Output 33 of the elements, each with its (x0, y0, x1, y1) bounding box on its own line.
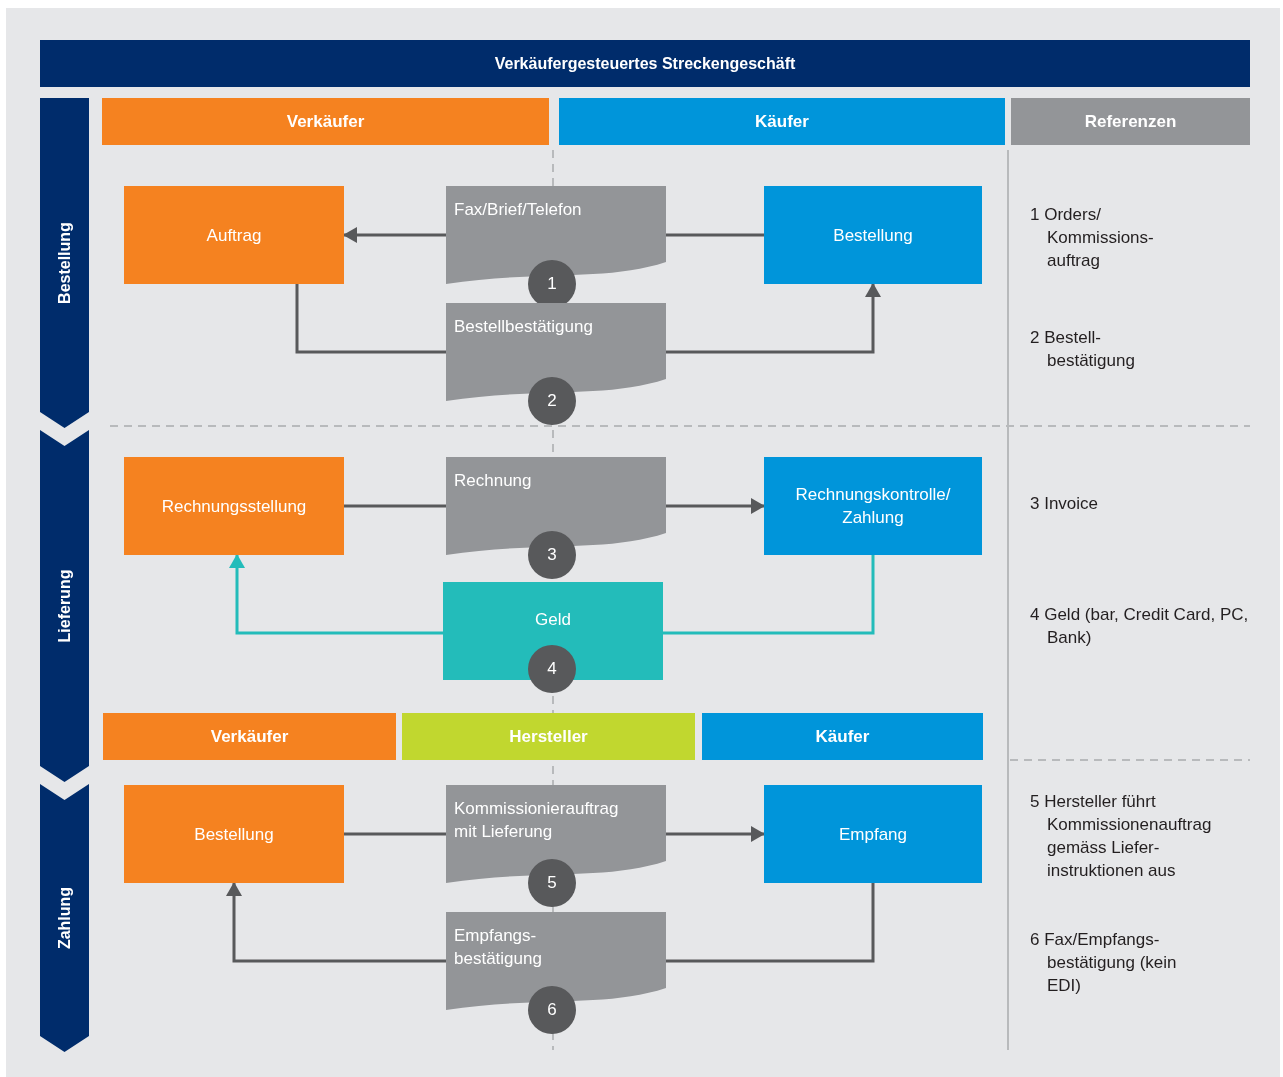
column-header: Verkäufer (103, 713, 396, 760)
process-box: Rechnungsstellung (124, 457, 344, 555)
document-label: Rechnung (454, 470, 533, 492)
reference-note: 2 Bestell- bestätigung (1030, 327, 1136, 372)
reference-note: 5 Hersteller führt Kommissionenauftrag gemäss Liefer- instruktionen aus (1030, 791, 1213, 882)
column-header: Käufer (559, 98, 1005, 145)
title-bar: Verkäufergesteuertes Streckengeschäft (40, 40, 1250, 87)
phase-label: Zahlung (55, 886, 74, 950)
reference-note: 3 Invoice (1030, 493, 1100, 515)
reference-note: 6 Fax/Empfangs- bestätigung (kein EDI) (1030, 929, 1178, 997)
connector-arrow (666, 826, 765, 842)
connector-arrow (666, 283, 881, 354)
column-header: Hersteller (402, 713, 695, 760)
reference-note: 4 Geld (bar, Credit Card, PC, Bank) (1030, 604, 1250, 649)
process-box: Rechnungskontrolle/ Zahlung (764, 457, 982, 555)
connector-arrow (229, 554, 443, 635)
phase-label: Lieferung (55, 569, 74, 643)
connector-arrow (666, 498, 765, 514)
process-box: Bestellung (124, 785, 344, 883)
document-label: Fax/Brief/Telefon (454, 199, 583, 221)
process-box: Empfang (764, 785, 982, 883)
process-box: Bestellung (764, 186, 982, 284)
column-header: Käufer (702, 713, 983, 760)
document-label: Empfangs- bestätigung (454, 925, 543, 970)
connector-arrow (226, 882, 446, 963)
column-header: Verkäufer (102, 98, 549, 145)
document-label: Kommissionierauftrag mit Lieferung (454, 798, 620, 843)
process-box: Auftrag (124, 186, 344, 284)
column-header: Referenzen (1011, 98, 1250, 145)
document-label: Bestellbestätigung (454, 316, 594, 338)
connector-arrow (343, 227, 446, 243)
phase-label: Bestellung (55, 222, 74, 304)
reference-note: 1 Orders/ Kommissions- auftrag (1030, 204, 1155, 272)
